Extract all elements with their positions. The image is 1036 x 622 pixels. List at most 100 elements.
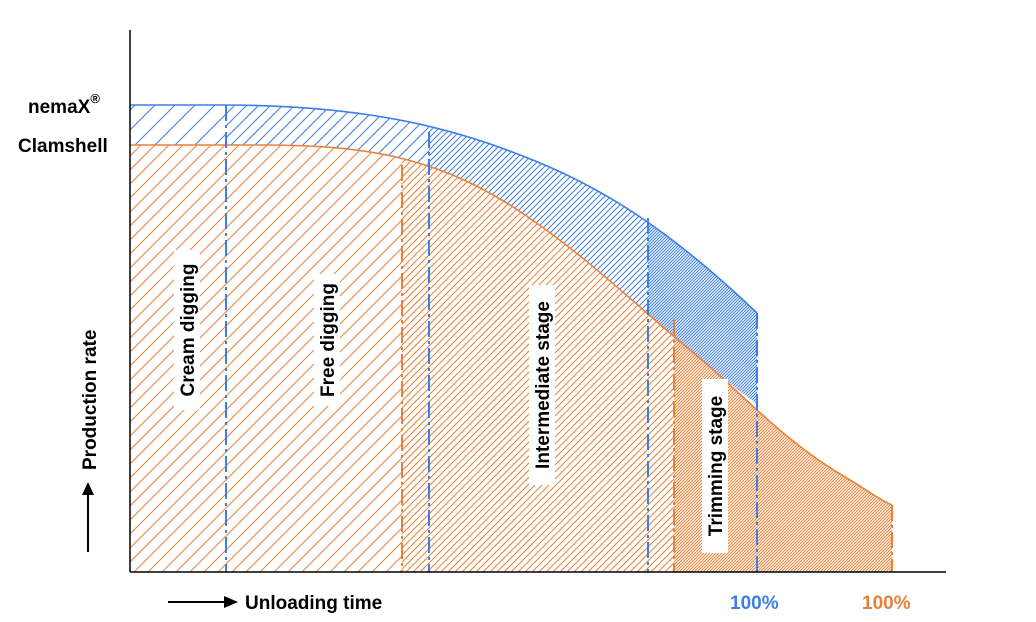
nemax-hatch-line <box>648 105 697 404</box>
clamshell-hatch-line <box>849 145 892 572</box>
clamshell-hatch-line <box>861 145 892 572</box>
clamshell-hatch-line <box>674 145 892 572</box>
clamshell-hatch-line <box>674 145 708 572</box>
clamshell-hatch-line <box>130 145 402 572</box>
nemax-hatch-line <box>648 105 757 404</box>
clamshell-hatch-line <box>795 145 892 572</box>
clamshell-hatch-line <box>573 145 674 572</box>
clamshell-hatch-line <box>475 145 674 572</box>
nemax-hatch-line-section <box>648 105 757 404</box>
clamshell-hatch-line <box>674 145 684 572</box>
clamshell-hatch-line <box>702 145 892 572</box>
clamshell-hatch-line <box>674 145 892 572</box>
nemax-hatch-line <box>130 105 226 404</box>
nemax-hatch-line <box>648 105 757 404</box>
nemax-hatch-line <box>648 105 757 404</box>
nemax-100-percent: 100% <box>730 593 779 614</box>
nemax-hatch-line <box>130 105 226 404</box>
clamshell-hatch-line <box>756 145 892 572</box>
clamshell-hatch-line <box>531 145 674 572</box>
nemax-hatch-line <box>708 105 757 404</box>
clamshell-hatch-line <box>405 145 674 572</box>
clamshell-hatch-line <box>783 145 892 572</box>
nemax-hatch-line <box>429 105 436 404</box>
clamshell-hatch-line <box>489 145 674 572</box>
nemax-hatch-line <box>648 105 757 404</box>
clamshell-hatch-line <box>217 145 402 572</box>
clamshell-hatch-line <box>545 145 674 572</box>
clamshell-hatch-line <box>433 145 674 572</box>
clamshell-hatch-line <box>879 145 892 572</box>
clamshell-hatch-line <box>786 145 892 572</box>
nemax-hatch-line <box>648 105 757 404</box>
clamshell-hatch-line <box>587 145 674 572</box>
nemax-hatch-line <box>429 105 648 404</box>
clamshell-hatch-line <box>402 145 648 572</box>
clamshell-hatch-line <box>885 145 892 572</box>
nemax-hatch-line <box>429 105 598 404</box>
clamshell-hatch-line <box>780 145 892 572</box>
clamshell-hatch-line <box>130 145 402 572</box>
clamshell-hatch-line <box>674 145 892 572</box>
nemax-hatch-line <box>429 105 538 404</box>
nemax-hatch-line <box>648 105 757 404</box>
nemax-hatch-line <box>429 105 622 404</box>
nemax-hatch-line <box>648 105 757 404</box>
stage-label-cream: Cream digging <box>178 263 199 396</box>
nemax-hatch-line <box>648 105 757 404</box>
clamshell-hatch-line <box>580 145 674 572</box>
nemax-hatch-line <box>648 105 757 404</box>
clamshell-hatch-line <box>816 145 892 572</box>
clamshell-hatch-line <box>723 145 892 572</box>
nemax-hatch-line <box>648 105 757 404</box>
clamshell-hatch-line <box>771 145 892 572</box>
nemax-hatch-line <box>429 105 448 404</box>
nemax-hatch-line <box>226 105 429 404</box>
nemax-hatch-line <box>226 105 429 404</box>
clamshell-100-percent: 100% <box>862 593 911 614</box>
clamshell-hatch-line <box>674 145 892 572</box>
nemax-hatch-line <box>648 105 757 404</box>
nemax-hatch-line <box>429 105 610 404</box>
clamshell-hatch-line <box>426 145 674 572</box>
clamshell-hatch-line <box>130 145 145 572</box>
clamshell-hatch-line <box>720 145 892 572</box>
clamshell-hatch-line <box>674 145 892 572</box>
clamshell-hatch-line <box>402 145 674 572</box>
clamshell-hatch-line <box>867 145 892 572</box>
clamshell-hatch-line <box>622 145 674 572</box>
y-axis-label: Production rate <box>80 330 101 470</box>
nemax-hatch-line <box>570 105 648 404</box>
clamshell-hatched-area <box>130 145 892 572</box>
nemax-hatch-line <box>429 105 526 404</box>
nemax-hatch-line <box>648 105 757 404</box>
clamshell-hatch-line <box>402 145 674 572</box>
clamshell-hatch-line <box>864 145 892 572</box>
clamshell-hatch-line <box>705 145 892 572</box>
nemax-hatch-line <box>648 105 757 404</box>
clamshell-hatch-line <box>402 145 674 572</box>
clamshell-hatch-line <box>402 145 641 572</box>
x-axis-arrow-head <box>224 596 238 608</box>
clamshell-hatch-line <box>888 145 892 572</box>
clamshell-hatch-line <box>161 145 402 572</box>
stage-label-free: Free digging <box>318 283 339 397</box>
clamshell-hatch-line <box>189 145 402 572</box>
clamshell-hatch-line <box>402 145 674 572</box>
nemax-hatch-line <box>226 105 419 404</box>
nemax-hatch-line <box>226 105 429 404</box>
clamshell-hatch-line <box>130 145 271 572</box>
nemax-hatch-line <box>648 105 757 404</box>
nemax-hatch-line <box>648 105 757 404</box>
clamshell-hatch-line <box>559 145 674 572</box>
nemax-hatch-line <box>648 105 757 404</box>
clamshell-hatch-line <box>615 145 674 572</box>
clamshell-hatch-line <box>674 145 892 572</box>
clamshell-hatch-line <box>447 145 674 572</box>
nemax-hatch-line <box>648 105 757 404</box>
clamshell-hatch-line <box>259 145 402 572</box>
x-axis-label: Unloading time <box>245 593 382 614</box>
clamshell-hatch-line <box>538 145 674 572</box>
nemax-hatch-line <box>226 105 347 404</box>
clamshell-hatch-line <box>496 145 674 572</box>
